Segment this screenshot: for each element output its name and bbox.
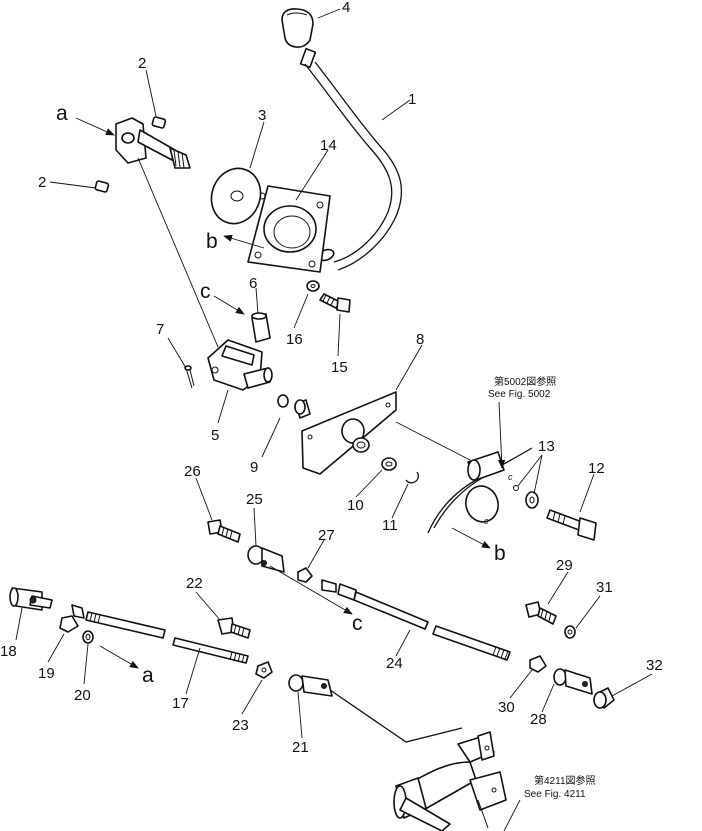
callout-10: 10 (347, 497, 364, 514)
pivot-shaft-assembly (94, 116, 191, 193)
callout-28: 28 (530, 711, 547, 728)
ref-c-small-2: c (484, 516, 489, 526)
ref-c-top: c (200, 280, 211, 303)
callout-14: 14 (320, 137, 337, 154)
knob-part-4 (281, 8, 317, 69)
callout-19: 19 (38, 665, 55, 682)
callout-16: 16 (286, 331, 303, 348)
callout-2-top: 2 (138, 55, 146, 72)
callout-30: 30 (498, 699, 515, 716)
fig4211-jp: 第4211図参照 (534, 774, 596, 787)
leader-lines (15, 8, 653, 739)
bolt-part-26 (207, 519, 241, 543)
callout-22: 22 (186, 575, 203, 592)
reference-letters: a b c b c a c c (56, 102, 513, 687)
ref-c-middle: c (352, 612, 363, 635)
bolt-part-12 (546, 509, 597, 541)
ref-a-top: a (56, 102, 68, 125)
callout-6: 6 (249, 275, 257, 292)
callout-25: 25 (246, 491, 263, 508)
washer-disk-part-3 (210, 167, 262, 225)
callout-18: 18 (0, 643, 17, 660)
callout-20: 20 (74, 687, 91, 704)
callout-17: 17 (172, 695, 189, 712)
bellcrank-reference (329, 689, 507, 831)
callout-1: 1 (408, 91, 416, 108)
fig4211-en: See Fig. 4211 (524, 789, 586, 800)
callout-4: 4 (342, 0, 350, 16)
fig5002-en: See Fig. 5002 (488, 389, 551, 400)
washers-part-13 (513, 485, 539, 509)
bushing-part-9 (277, 394, 311, 419)
ref-b-right: b (494, 542, 506, 565)
washer-part-16 (306, 280, 320, 292)
ref-a-bottom: a (142, 664, 154, 687)
washer-part-31 (564, 625, 576, 639)
rod-part-17 (71, 604, 249, 664)
callout-2-left: 2 (38, 174, 46, 191)
callout-15: 15 (331, 359, 348, 376)
bolt-part-15 (319, 293, 351, 313)
bushing-part-32 (593, 687, 615, 709)
washer-part-20 (82, 630, 94, 644)
figure-references: 第5002図参照 See Fig. 5002 第4211図参照 See Fig.… (488, 375, 596, 800)
snap-ring-part-11 (405, 471, 419, 484)
flange-plate-part-14 (247, 185, 331, 273)
ref-b-top: b (206, 230, 218, 253)
callout-5: 5 (211, 427, 219, 444)
washer-part-10 (381, 457, 397, 471)
callout-9: 9 (250, 459, 258, 476)
callout-11: 11 (382, 517, 398, 534)
right-bracket-reference (427, 447, 533, 534)
rod-end-part-21 (288, 674, 333, 697)
callout-26: 26 (184, 463, 201, 480)
callout-8: 8 (416, 331, 424, 348)
callout-29: 29 (556, 557, 573, 574)
bracket-part-5 (207, 339, 273, 391)
callout-31: 31 (596, 579, 613, 596)
pin-part-6 (251, 312, 271, 343)
ref-c-small-1: c (508, 472, 513, 482)
bolt-part-29 (525, 601, 557, 625)
nut-part-30 (529, 655, 547, 673)
callout-numbers: 4 1 2 2 3 14 6 7 5 8 9 10 11 13 12 16 15… (0, 0, 663, 756)
callout-12: 12 (588, 460, 605, 477)
plate-part-8 (301, 391, 397, 475)
nut-part-27 (297, 567, 313, 583)
rod-end-part-28 (553, 668, 593, 695)
rod-part-24 (321, 579, 511, 661)
callout-23: 23 (232, 717, 249, 734)
callout-24: 24 (386, 655, 403, 672)
callout-7: 7 (156, 321, 164, 338)
callout-3: 3 (258, 107, 266, 124)
fig5002-jp: 第5002図参照 (494, 375, 556, 388)
callout-13: 13 (538, 438, 555, 455)
nut-part-19 (59, 615, 79, 633)
callout-27: 27 (318, 527, 335, 544)
callout-32: 32 (646, 657, 663, 674)
rod-end-part-25 (247, 545, 285, 573)
rod-end-part-18 (9, 587, 53, 611)
nut-part-23 (255, 661, 273, 679)
cotter-pin-part-7 (184, 365, 195, 389)
callout-21: 21 (292, 739, 309, 756)
bolt-part-22 (217, 617, 251, 639)
